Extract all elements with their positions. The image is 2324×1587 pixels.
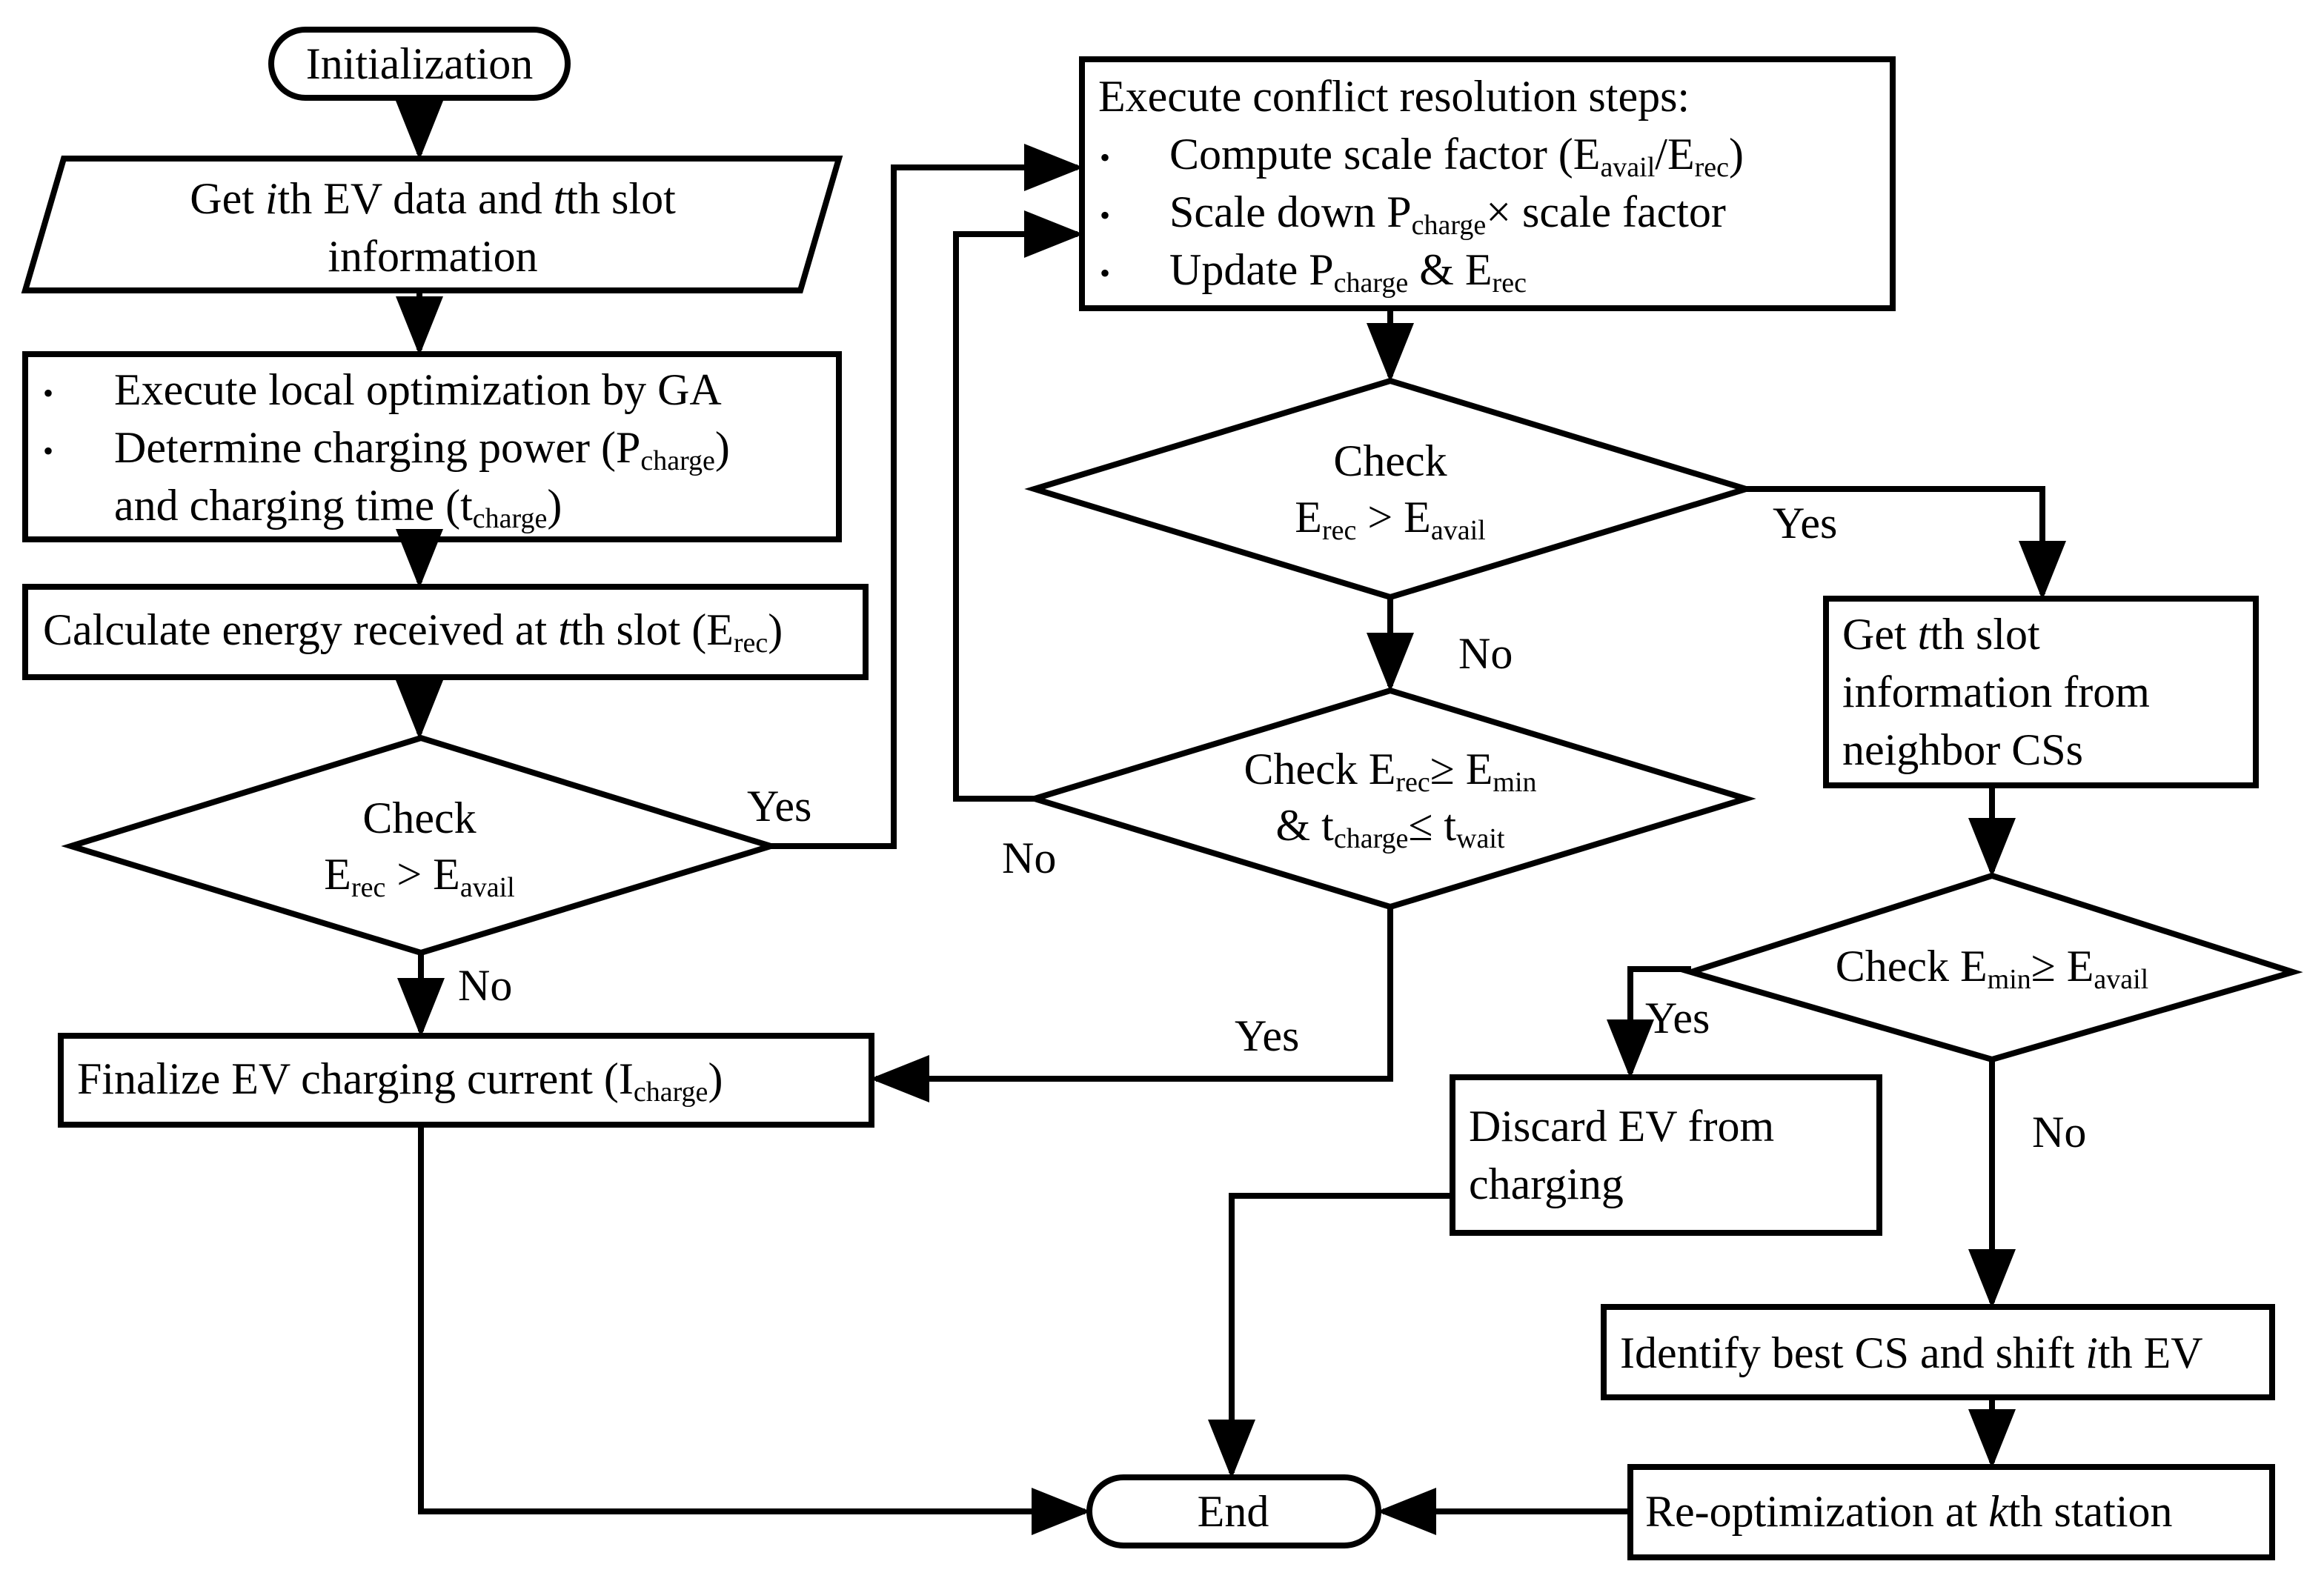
calculate-energy-label: Calculate energy received at tth slot (E… (43, 605, 783, 659)
neighbor-line1: Get tth slot (1842, 610, 2040, 659)
check2-no-label: No (1458, 629, 1513, 678)
edge-check3-yes (870, 907, 1393, 1102)
check1-no-label: No (458, 961, 512, 1010)
check2-line2: Erec > Eavail (1295, 493, 1485, 546)
finalize-box (58, 1033, 874, 1128)
discard-line2: charging (1469, 1160, 1624, 1208)
end-label: End (1198, 1487, 1269, 1536)
conflict-line1: Compute scale factor (Eavail/Erec) (1169, 130, 1744, 183)
local-opt-line3: and charging time (tcharge) (114, 481, 562, 534)
local-opt-bullet2: • (43, 434, 53, 468)
check3-line1: Check Erec≥ Emin (1244, 745, 1536, 798)
reoptimization-box (1627, 1464, 2275, 1560)
check4-no-label: No (2032, 1108, 2086, 1157)
edge-discard-to-end (1208, 1193, 1452, 1479)
local-opt-bullet1: • (43, 376, 53, 410)
edge-check4-yes (1607, 966, 1691, 1079)
neighbor-info-box (1823, 596, 2259, 788)
conflict-bullet1: • (1100, 141, 1110, 174)
discard-box (1450, 1074, 1882, 1236)
check3-yes-label: Yes (1235, 1011, 1299, 1060)
identify-box (1601, 1304, 2275, 1400)
check4-diamond (1681, 872, 2303, 1063)
reoptimization-label: Re-optimization at kth station (1645, 1487, 2173, 1536)
check1-diamond (61, 734, 781, 956)
check1-line1: Check (362, 794, 476, 842)
conflict-bullet2: • (1100, 199, 1110, 232)
check2-yes-label: Yes (1773, 499, 1837, 548)
conflict-line2: Scale down Pcharge× scale factor (1169, 187, 1726, 241)
neighbor-line2: information from (1842, 668, 2150, 716)
check4-yes-label: Yes (1645, 994, 1710, 1042)
conflict-line3: Update Pcharge & Erec (1169, 245, 1527, 299)
edge-check2-yes (1746, 486, 2066, 600)
calculate-energy-box (22, 584, 869, 680)
get-data-line2: information (328, 232, 537, 281)
check4-label: Check Emin≥ Eavail (1836, 942, 2149, 995)
neighbor-line3: neighbor CSs (1842, 725, 2083, 774)
local-opt-line2: Determine charging power (Pcharge) (114, 423, 730, 476)
check2-diamond (1024, 377, 1756, 601)
edge-finalize-to-end (418, 1125, 1091, 1535)
conflict-bullet3: • (1100, 256, 1110, 290)
discard-line1: Discard EV from (1469, 1102, 1774, 1151)
check1-line2: Erec > Eavail (324, 850, 514, 903)
conflict-title: Execute conflict resolution steps: (1098, 72, 1690, 121)
initialization-label: Initialization (306, 39, 534, 88)
get-data-line1: Get ith EV data and tth slot (190, 174, 676, 223)
identify-label: Identify best CS and shift ith EV (1620, 1328, 2203, 1377)
check2-line1: Check (1333, 436, 1447, 485)
local-optimization-box (22, 351, 842, 542)
check3-line2: & tcharge≤ twait (1276, 801, 1505, 854)
check3-diamond (1024, 687, 1756, 911)
finalize-label: Finalize EV charging current (Icharge) (77, 1054, 723, 1108)
local-opt-line1: Execute local optimization by GA (114, 365, 722, 414)
check3-no-label: No (1002, 834, 1056, 882)
edge-check3-no (953, 210, 1083, 802)
get-data-parallelogram (21, 156, 843, 293)
edge-check1-yes (771, 144, 1083, 849)
check1-yes-label: Yes (747, 782, 811, 831)
